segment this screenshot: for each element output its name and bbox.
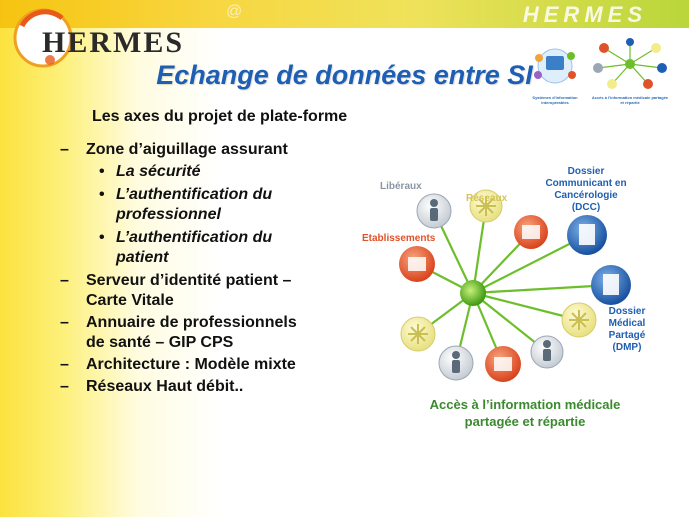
node-etablissement-orange xyxy=(399,246,435,282)
node-reseau-yellow-right xyxy=(561,302,597,338)
thumbnail-caption-left: Systèmes d'information interopérables xyxy=(532,95,578,105)
hermes-logo: HERMES xyxy=(8,0,182,70)
list-item: • L’authentification du patient xyxy=(99,228,316,268)
list-item: – Annuaire de professionnels de santé – … xyxy=(60,313,310,353)
label-dmp: Dossier Médical Partagé (DMP) xyxy=(608,306,646,353)
bullet-list: – Zone d’aiguillage assurant • La sécuri… xyxy=(60,140,310,399)
list-item: – Serveur d’identité patient – Carte Vit… xyxy=(60,271,310,311)
node-liberal-person xyxy=(416,193,452,229)
top-banner: @ HERMES xyxy=(0,0,689,28)
bullet-text: La sécurité xyxy=(116,163,201,180)
bullet-text: L’authentification du professionnel xyxy=(116,186,273,223)
label-reseaux: Réseaux xyxy=(466,193,508,204)
list-item: • La sécurité xyxy=(99,162,316,182)
bullet-text: Serveur d’identité patient – Carte Vital… xyxy=(86,272,292,309)
node-dcc-blue xyxy=(567,215,607,255)
slide-subtitle: Les axes du projet de plate-forme xyxy=(92,108,348,125)
logo-text: HERMES xyxy=(42,26,185,59)
bullet-text: Architecture : Modèle mixte xyxy=(86,356,296,373)
caption-line-1: Accès à l’information médicale xyxy=(429,397,621,412)
list-item: – Réseaux Haut débit.. xyxy=(60,377,310,397)
caption-line-2: partagée et répartie xyxy=(464,414,586,429)
node-dmp-blue xyxy=(591,265,631,305)
central-hub xyxy=(460,280,486,306)
bullet-dot: • xyxy=(99,229,105,246)
list-item: • L’authentification du professionnel xyxy=(99,185,316,225)
bullet-text: L’authentification du patient xyxy=(116,229,273,266)
thumbnail-interoperable: Systèmes d'information interopérables xyxy=(520,42,590,105)
node-establishment-orange xyxy=(514,215,548,249)
dash-marker: – xyxy=(60,141,69,158)
dash-marker: – xyxy=(60,314,69,331)
bullet-dot: • xyxy=(99,186,105,203)
node-person-bottom-left xyxy=(438,345,474,381)
label-dcc: Dossier Communicant en Cancérologie (DCC… xyxy=(545,166,627,213)
diagram-caption: Accès à l’information médicale partagée … xyxy=(405,396,645,430)
dash-marker: – xyxy=(60,272,69,289)
label-liberaux: Libéraux xyxy=(380,181,422,192)
bullet-text: Annuaire de professionnels de santé – GI… xyxy=(86,314,297,351)
bullet-text: Zone d’aiguillage assurant xyxy=(86,141,288,158)
banner-brand: HERMES xyxy=(522,2,647,27)
thumbnail-access: Accès à l'information médicale partagée … xyxy=(590,38,670,105)
bullet-text: Réseaux Haut débit.. xyxy=(86,378,244,395)
node-person-bottom-right xyxy=(530,335,564,369)
node-establishment-bottom xyxy=(485,346,521,382)
list-item: – Zone d’aiguillage assurant xyxy=(60,140,310,160)
list-item: – Architecture : Modèle mixte xyxy=(60,355,310,375)
node-reseau-yellow-left xyxy=(400,316,436,352)
network-diagram xyxy=(399,189,631,382)
dash-marker: – xyxy=(60,378,69,395)
bullet-dot: • xyxy=(99,163,105,180)
label-etablissements: Etablissements xyxy=(362,233,436,244)
at-sign-icon: @ xyxy=(226,3,243,20)
node-reseau-yellow xyxy=(469,189,503,223)
slide-title: Echange de données entre SI xyxy=(156,60,533,90)
dash-marker: – xyxy=(60,356,69,373)
thumbnail-caption-right: Accès à l'information médicale partagée … xyxy=(591,95,669,105)
